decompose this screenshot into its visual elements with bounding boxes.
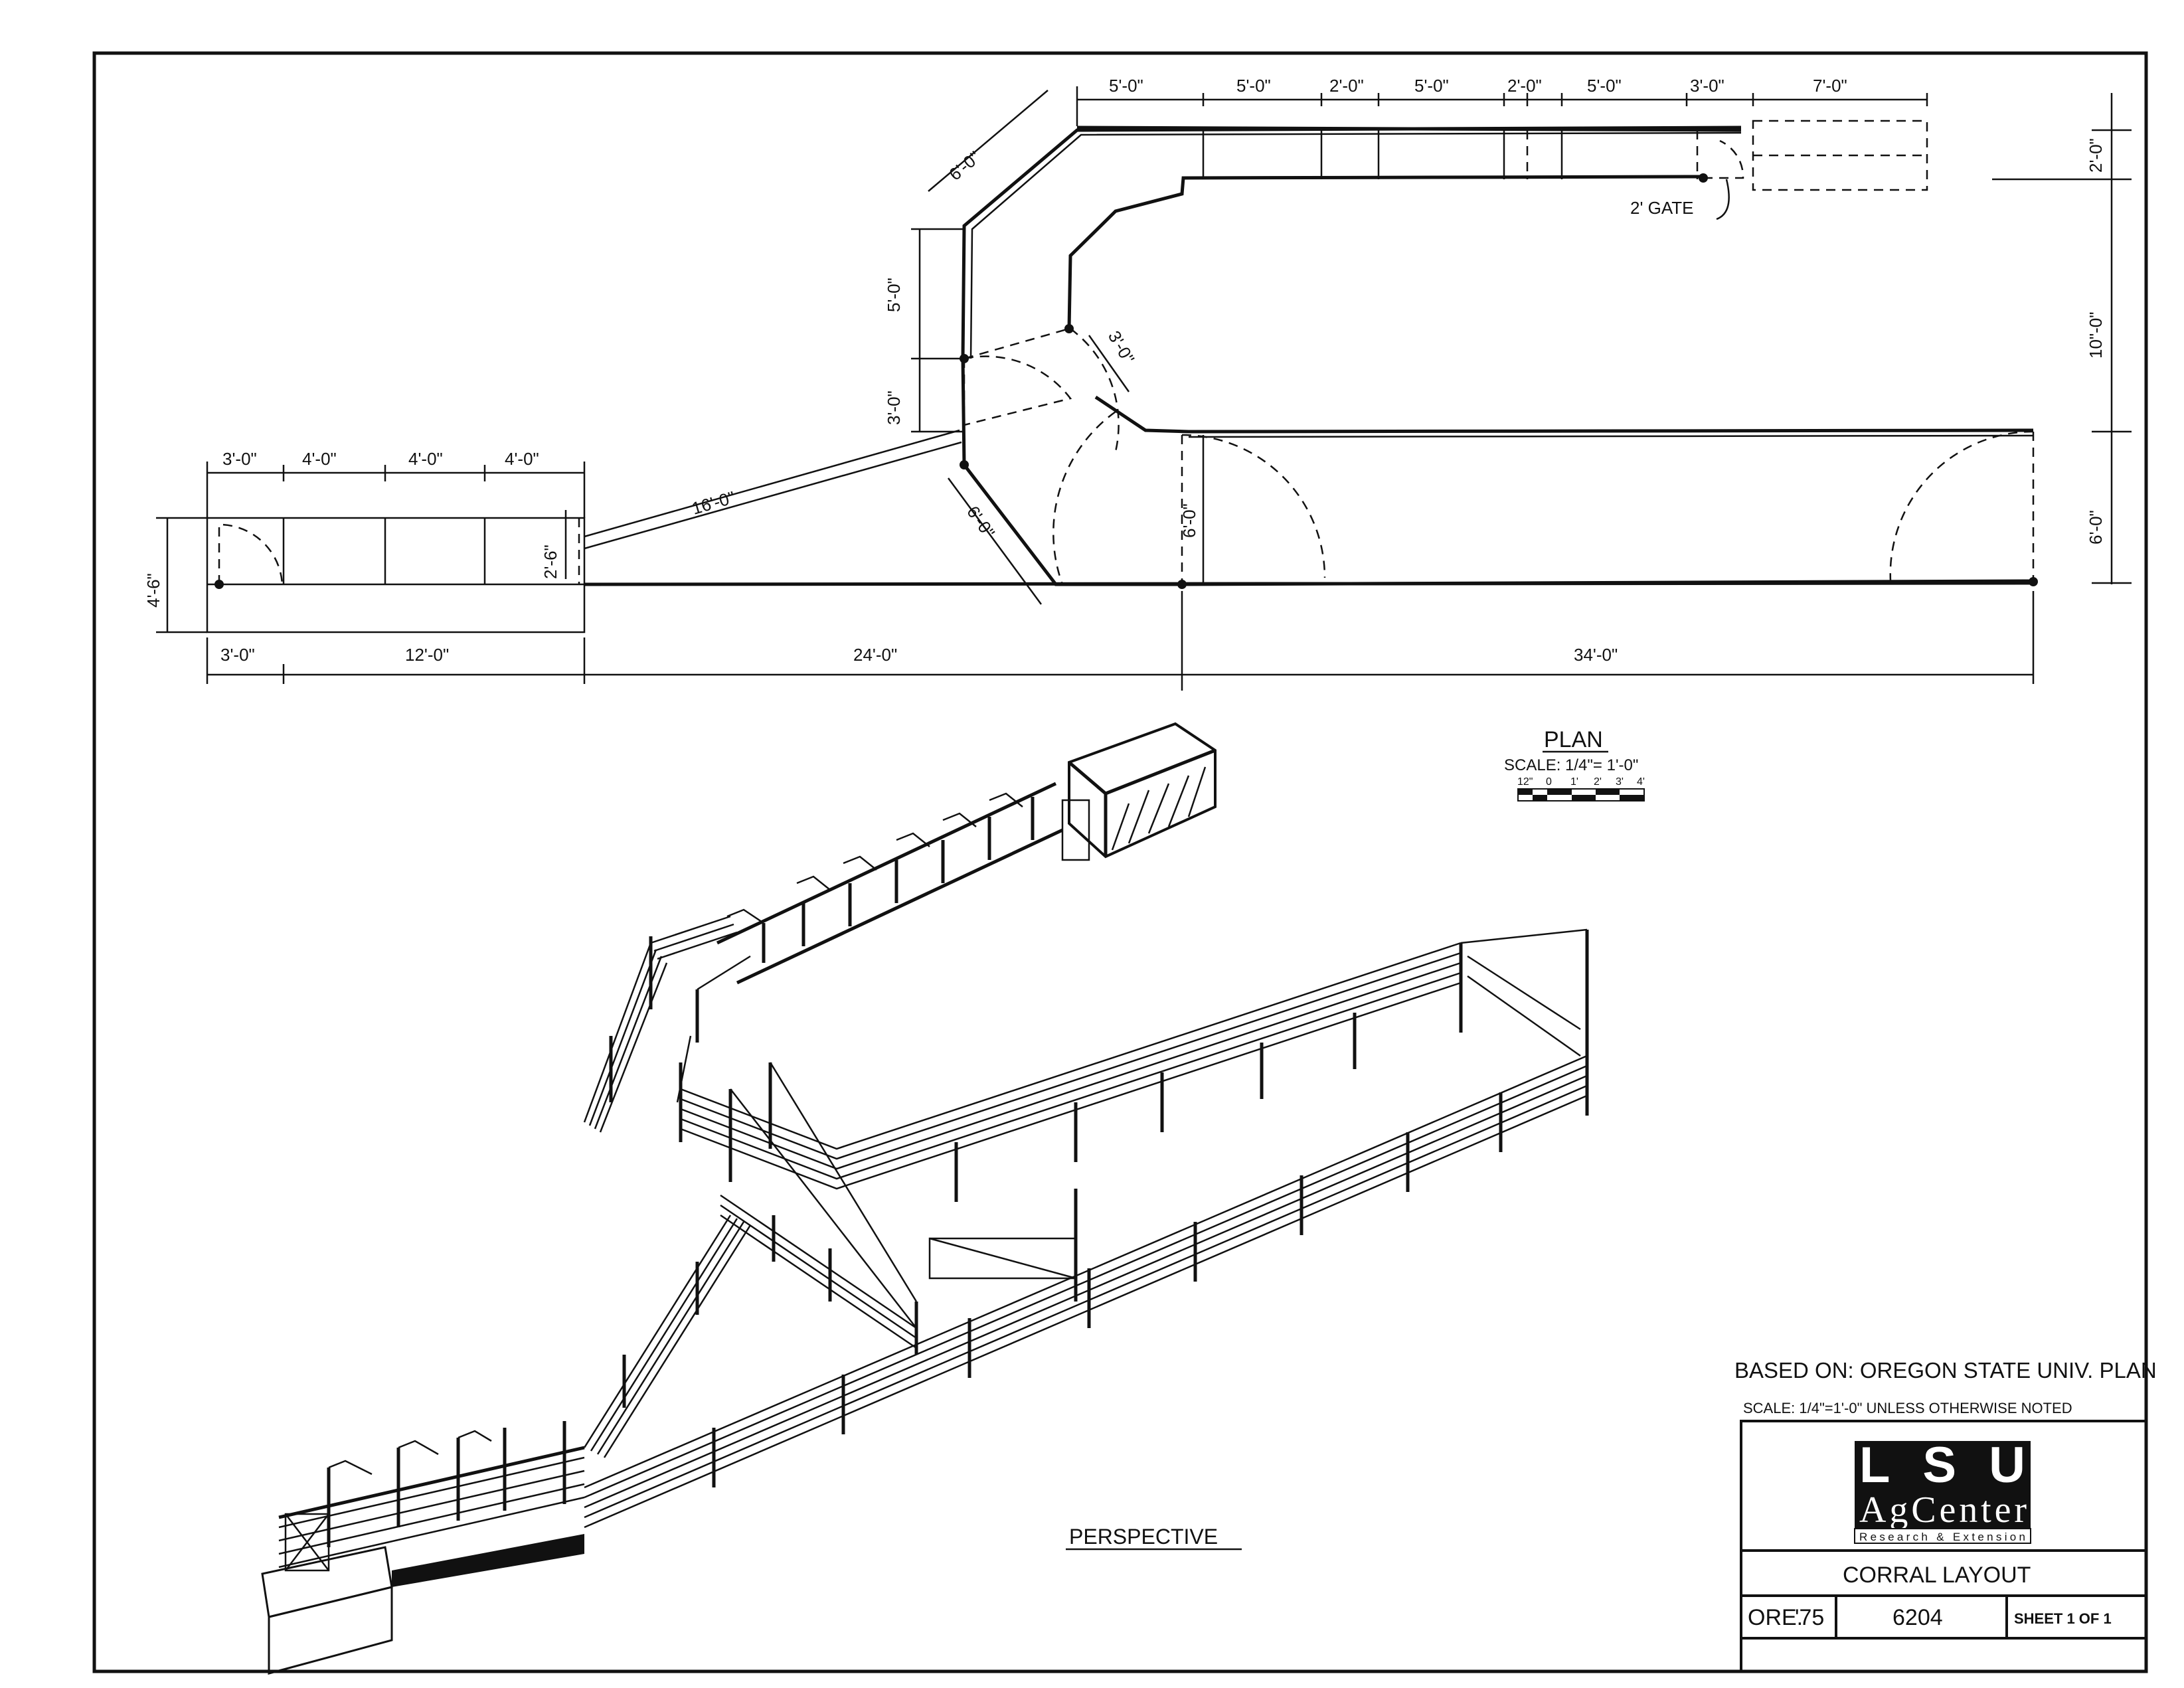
dim-left-3: 3'-0" bbox=[884, 390, 904, 425]
dim-bottom-4: 34'-0" bbox=[1574, 645, 1618, 665]
dim-top-5: 2'-0" bbox=[1507, 76, 1542, 96]
post bbox=[960, 460, 969, 469]
dim-loading-height: 4'-6" bbox=[143, 573, 163, 608]
dim-loading-1: 3'-0" bbox=[222, 449, 257, 469]
sheet-border bbox=[92, 51, 2148, 1673]
pen-top-wall-inner bbox=[1188, 434, 2034, 438]
dim-bottom-3: 24'-0" bbox=[853, 645, 897, 665]
post bbox=[2029, 577, 2038, 586]
scale-tick-label: 0 bbox=[1546, 776, 1552, 788]
origin: ORE. bbox=[1748, 1605, 1803, 1630]
gate-arc bbox=[964, 355, 1072, 426]
gate-dashed bbox=[964, 327, 1070, 360]
dim-gate-diag: 6'-0" bbox=[963, 502, 999, 542]
working-chute-bottom bbox=[736, 828, 1064, 985]
dim-left-5: 5'-0" bbox=[884, 278, 904, 312]
year: '75 bbox=[1795, 1605, 1824, 1630]
crowding-alley bbox=[583, 915, 751, 1142]
dim-top-1: 5'-0" bbox=[1109, 76, 1143, 96]
dim-right-10: 10"-0" bbox=[2086, 312, 2106, 359]
scale-tick-label: 3' bbox=[1616, 776, 1624, 788]
plan-scale: SCALE: 1/4"= 1'-0" bbox=[1504, 756, 1638, 774]
dim-top-8: 7'-0" bbox=[1813, 76, 1847, 96]
plan-dimensions bbox=[156, 86, 2132, 691]
holding-pen-upper bbox=[680, 928, 1589, 1202]
based-on: BASED ON: OREGON STATE UNIV. PLAN bbox=[1734, 1358, 2157, 1383]
chute-inner-wall bbox=[1067, 175, 1701, 329]
scale-tick-label: 12" bbox=[1517, 776, 1533, 788]
pen-bottom-wall bbox=[584, 581, 2034, 586]
dim-top-3: 2'-0" bbox=[1329, 76, 1364, 96]
sheet-number: SHEET 1 OF 1 bbox=[2014, 1610, 2112, 1627]
scale-bar: 12" 0 1' 2' 3' 4' bbox=[1517, 776, 1645, 802]
alley-wall bbox=[584, 441, 962, 550]
dim-3-diag: 3'-0" bbox=[1104, 327, 1139, 367]
alley-wall bbox=[584, 429, 960, 538]
chute-outer-wall-inner bbox=[969, 131, 1742, 359]
squeeze-chute-frame bbox=[1068, 722, 1217, 859]
gate-dashed bbox=[964, 464, 1056, 585]
dim-top-6: 5'-0" bbox=[1587, 76, 1622, 96]
logo-agcenter: AgCenter bbox=[1859, 1489, 2027, 1531]
dim-top-4: 5'-0" bbox=[1414, 76, 1449, 96]
post bbox=[1064, 324, 1074, 333]
loading-ramp bbox=[261, 1421, 585, 1675]
dim-top-2: 5'-0" bbox=[1236, 76, 1271, 96]
scale-tick-label: 4' bbox=[1637, 776, 1645, 788]
loading-chute bbox=[206, 517, 586, 633]
plan-view: 5'-0" 5'-0" 2'-0" 5'-0" 2'-0" 5'-0" 3'-0… bbox=[143, 76, 2132, 802]
post bbox=[1177, 580, 1187, 589]
working-chute-top bbox=[716, 782, 1057, 945]
logo-lsu: LSU bbox=[1859, 1437, 2025, 1493]
logo-sub: Research & Extension bbox=[1859, 1531, 2025, 1543]
gate-label: 2' GATE bbox=[1630, 198, 1694, 218]
holding-pen-lower bbox=[583, 1055, 1589, 1529]
scale-tick-label: 2' bbox=[1594, 776, 1602, 788]
loading-gate-arc bbox=[218, 523, 284, 585]
plan-title: PLAN bbox=[1544, 727, 1603, 752]
gate-arc bbox=[1181, 434, 1326, 578]
chute-top-rail bbox=[1076, 126, 1742, 132]
gate-swing-arc bbox=[1703, 139, 1744, 179]
gate-arc bbox=[1070, 327, 1120, 452]
gate-arc bbox=[1052, 410, 1116, 585]
perspective-view: PERSPECTIVE bbox=[261, 722, 1589, 1675]
dim-loading-2: 4'-0" bbox=[302, 449, 337, 469]
dim-bottom-2: 12'-0" bbox=[405, 645, 449, 665]
dim-right-2: 2'-0" bbox=[2086, 138, 2106, 173]
dim-bottom-1: 3'-0" bbox=[220, 645, 255, 665]
perspective-label: PERSPECTIVE bbox=[1069, 1525, 1218, 1549]
dim-chute-diag: 6'-0" bbox=[945, 147, 984, 184]
drawing-title: CORRAL LAYOUT bbox=[1843, 1562, 2031, 1588]
dim-top-7: 3'-0" bbox=[1690, 76, 1724, 96]
dim-ramp-width: 2'-6" bbox=[541, 545, 560, 579]
dim-right-6: 6'-0" bbox=[2086, 510, 2106, 545]
chute-overhead bbox=[726, 908, 764, 924]
dim-alley: 16'-0" bbox=[689, 487, 737, 519]
scale-tick-label: 1' bbox=[1570, 776, 1578, 788]
title-block: BASED ON: OREGON STATE UNIV. PLAN SCALE:… bbox=[1734, 1358, 2157, 1673]
dim-loading-3: 4'-0" bbox=[408, 449, 443, 469]
scale-note: SCALE: 1/4"=1'-0" UNLESS OTHERWISE NOTED bbox=[1743, 1400, 2072, 1416]
gate-arc bbox=[1889, 430, 2034, 582]
lsu-agcenter-logo: LSU AgCenter Research & Extension bbox=[1854, 1437, 2031, 1544]
drawing-number: 6204 bbox=[1892, 1605, 1943, 1630]
dim-pen-height: 6'-0" bbox=[1179, 503, 1199, 538]
pen-top-wall bbox=[1094, 395, 2034, 434]
gate-leader bbox=[1716, 179, 1730, 220]
crowd-pen-wall bbox=[961, 358, 2034, 586]
chute-outer-wall bbox=[961, 126, 1742, 359]
dim-loading-4: 4'-0" bbox=[505, 449, 539, 469]
